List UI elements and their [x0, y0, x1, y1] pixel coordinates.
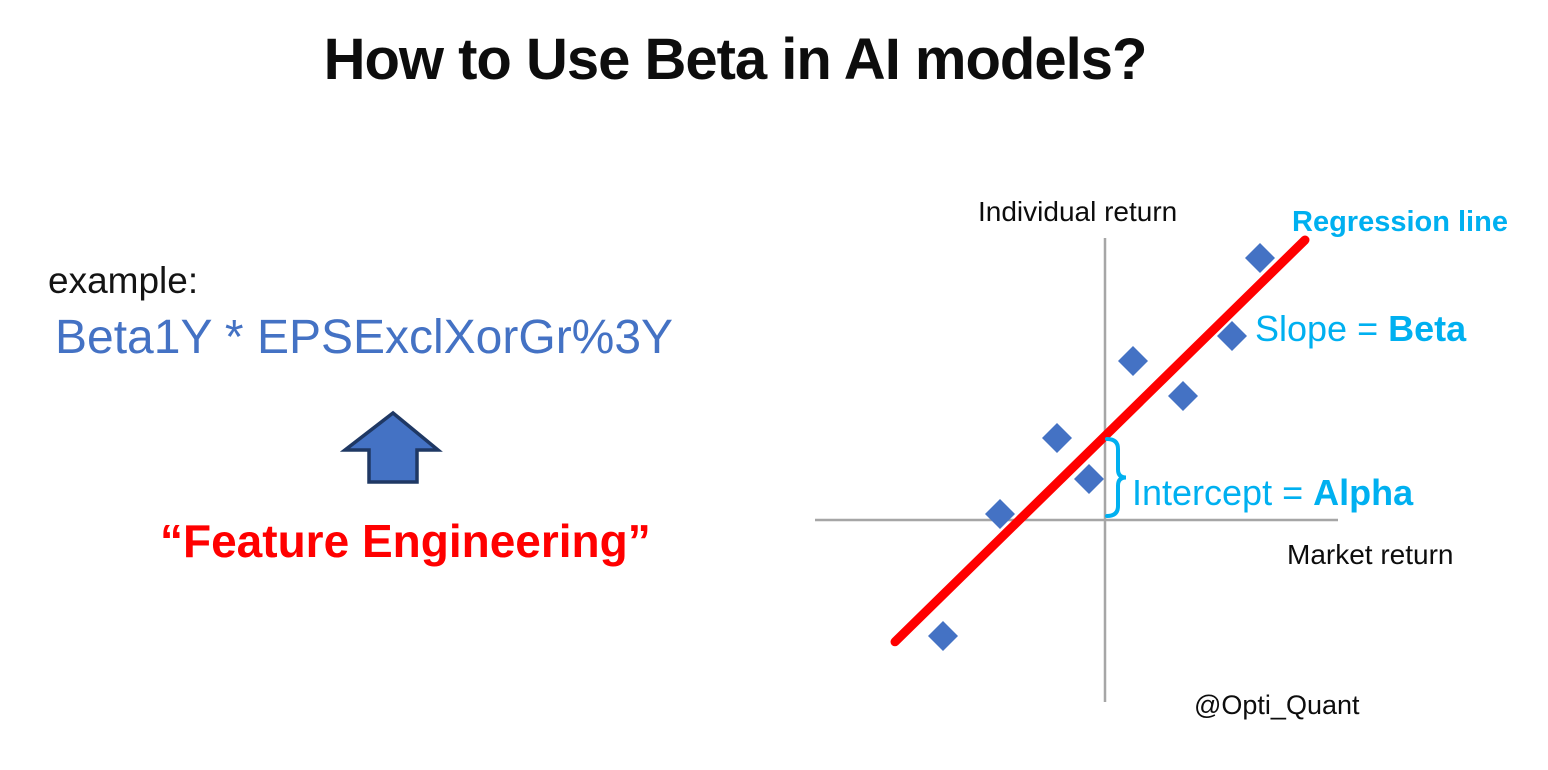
attribution-handle: @Opti_Quant: [1194, 690, 1360, 720]
intercept-bracket: [1105, 437, 1127, 518]
data-point-diamond: [1118, 346, 1148, 376]
y-axis-label: Individual return: [978, 196, 1178, 227]
data-point-diamond: [1074, 464, 1104, 494]
data-point-diamond: [1245, 243, 1275, 273]
slope-annotation-term: Beta: [1388, 308, 1467, 349]
data-point-diamond: [928, 621, 958, 651]
slide-title: How to Use Beta in AI models?: [323, 27, 1148, 92]
example-label: example:: [48, 260, 199, 301]
regression-line: [890, 235, 1310, 647]
x-axis-label: Market return: [1287, 539, 1454, 570]
slope-annotation-prefix: Slope =: [1255, 308, 1389, 349]
intercept-annotation-term: Alpha: [1313, 472, 1414, 513]
intercept-annotation-prefix: Intercept =: [1132, 472, 1314, 513]
feature-formula: Beta1Y * EPSExclXorGr%3Y: [55, 311, 674, 364]
intercept-annotation: Intercept = Alpha: [1132, 472, 1413, 514]
data-point-diamond: [985, 499, 1015, 529]
data-point-diamond: [1217, 321, 1247, 351]
regression-line-label: Regression line: [1292, 206, 1508, 238]
data-point-diamond: [1042, 423, 1072, 453]
data-point-diamond: [1168, 381, 1198, 411]
feature-engineering-caption: “Feature Engineering”: [160, 515, 651, 567]
slope-annotation: Slope = Beta: [1255, 308, 1466, 350]
